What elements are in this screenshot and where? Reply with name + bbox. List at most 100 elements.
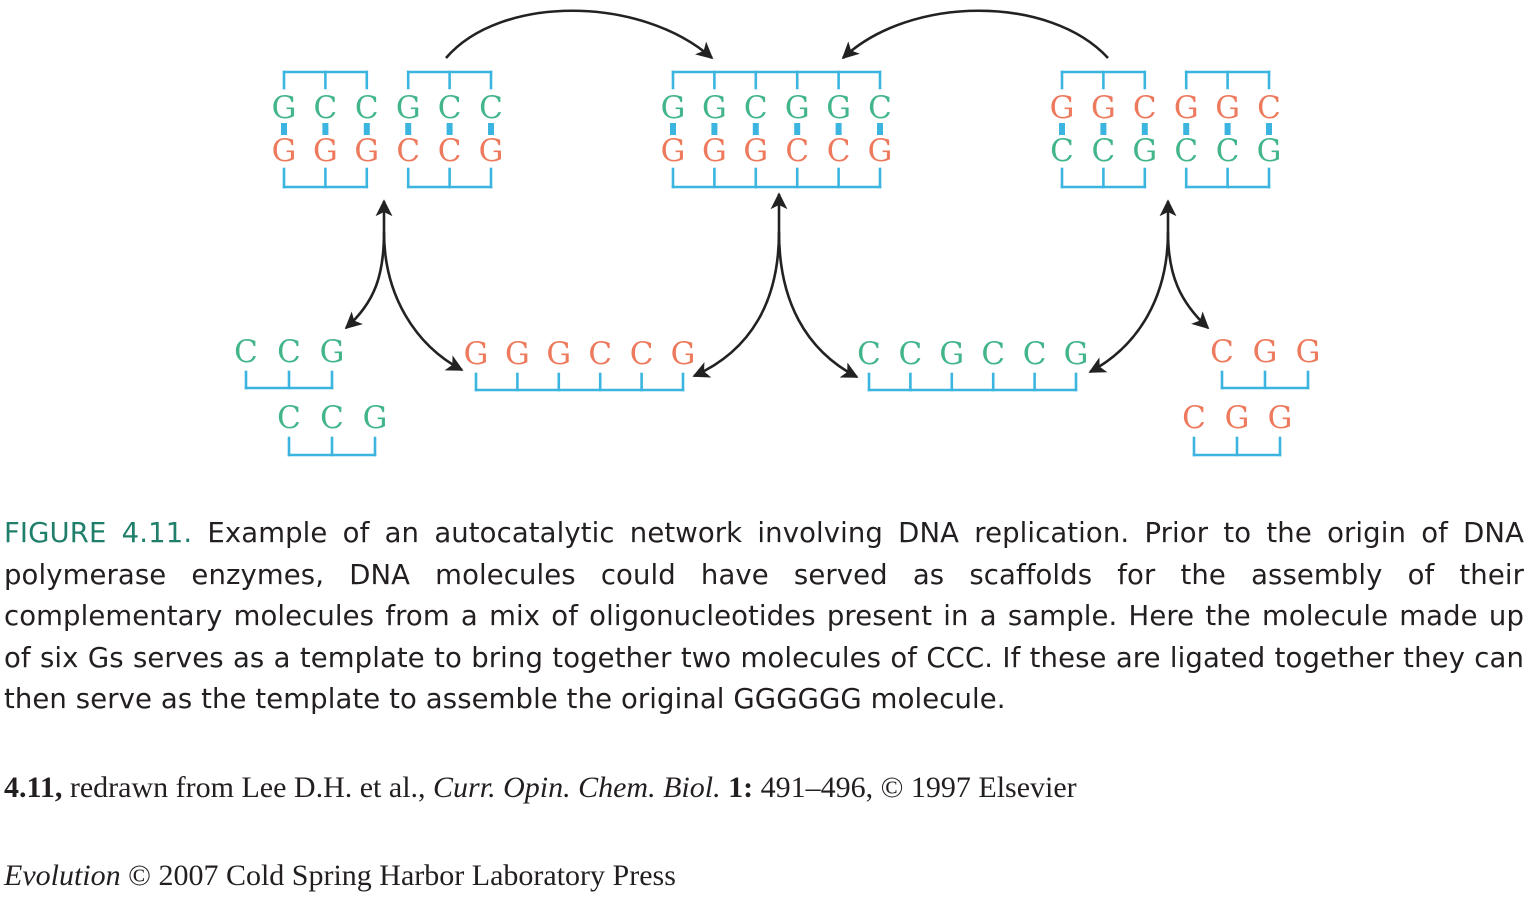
base-letter: C (438, 133, 462, 169)
figure-caption: FIGURE 4.11. Example of an autocatalytic… (4, 513, 1524, 721)
base-letter: C (438, 90, 462, 126)
base-letter: G (1132, 133, 1157, 169)
base-letter: G (505, 336, 530, 372)
copyright-text: © 2007 Cold Spring Harbor Laboratory Pre… (128, 859, 676, 892)
base-pair-bond (794, 123, 801, 135)
base-letter: G (272, 133, 297, 169)
figure-label: FIGURE 4.11. (4, 517, 193, 549)
caption-text: Example of an autocatalytic network invo… (4, 517, 1525, 715)
base-letter: G (702, 90, 727, 126)
arrow-center-to-left-strand (692, 231, 781, 378)
base-letter: G (1257, 133, 1282, 169)
base-letter: C (1257, 90, 1281, 126)
base-letter: G (868, 133, 893, 169)
base-letter: G (1296, 334, 1321, 370)
base-letter: G (1050, 90, 1075, 126)
base-letter: C (1216, 133, 1240, 169)
base-pair-bond (1183, 123, 1190, 135)
arrow-left-duplex-to-fragment (344, 231, 386, 330)
credit-figure-ref: 4.11, (4, 771, 63, 804)
base-letter: C (1182, 400, 1206, 436)
base-letter: C (785, 133, 809, 169)
copyright-line: Evolution © 2007 Cold Spring Harbor Labo… (4, 859, 676, 893)
base-letter: G (479, 133, 504, 169)
base-letter: C (277, 400, 301, 436)
arrow-right-duplex-to-strand (1088, 231, 1170, 374)
arrow-right-to-center (841, 9, 1109, 60)
base-letter: G (272, 90, 297, 126)
base-letter: C (234, 334, 258, 370)
base-pair-bond (1141, 123, 1148, 135)
credit-pre: redrawn from Lee D.H. et al., (69, 771, 426, 804)
base-pair-bond (1059, 123, 1065, 135)
base-pair-bond (488, 123, 494, 135)
base-letter: C (314, 90, 338, 126)
base-letter: C (588, 336, 612, 372)
base-letter: C (899, 336, 923, 372)
base-letter: C (1050, 133, 1074, 169)
credit-volume: 1: (728, 771, 754, 804)
base-letter: C (1133, 90, 1157, 126)
base-letter: G (1174, 90, 1199, 126)
arrow-left-to-center (445, 9, 714, 60)
base-letter: C (857, 336, 881, 372)
base-letter: C (1023, 336, 1047, 372)
base-pair-bond (835, 123, 842, 135)
base-letter: C (1092, 133, 1116, 169)
base-letter: G (1091, 90, 1116, 126)
base-pair-bond (711, 123, 718, 135)
source-credit: 4.11, redrawn from Lee D.H. et al., Curr… (4, 771, 1077, 805)
base-pair-bond (1266, 123, 1272, 135)
base-letter: C (277, 334, 301, 370)
base-pair-bond (405, 123, 412, 135)
base-pair-bond (1224, 123, 1231, 135)
base-letter: C (868, 90, 892, 126)
base-letter: C (744, 90, 768, 126)
base-letter: G (313, 133, 338, 169)
arrow-left-duplex-to-strand (382, 231, 464, 372)
credit-pages: 491–496, © 1997 Elsevier (760, 771, 1077, 804)
base-letter: C (355, 90, 379, 126)
base-letter: G (1215, 90, 1240, 126)
base-pair-bond (1100, 123, 1107, 135)
base-letter: G (826, 90, 851, 126)
base-pair-bond (446, 123, 453, 135)
base-pair-bond (322, 123, 329, 135)
base-letter: C (1210, 334, 1234, 370)
arrow-right-duplex-to-fragment (1166, 231, 1210, 330)
base-letter: G (661, 133, 686, 169)
base-letter: C (320, 400, 344, 436)
base-letter: G (785, 90, 810, 126)
base-letter: G (671, 336, 696, 372)
base-letter: C (981, 336, 1005, 372)
base-letter: G (661, 90, 686, 126)
base-letter: G (464, 336, 489, 372)
base-letter: C (827, 133, 851, 169)
base-pair-bond (363, 123, 370, 135)
base-letter: G (1253, 334, 1278, 370)
base-letter: G (1064, 336, 1089, 372)
copyright-title: Evolution (4, 859, 121, 892)
base-pair-bond (752, 123, 759, 135)
base-letter: C (1174, 133, 1198, 169)
base-letter: C (479, 90, 503, 126)
base-letter: G (320, 334, 345, 370)
base-letter: C (630, 336, 654, 372)
base-letter: G (702, 133, 727, 169)
base-letter: G (546, 336, 571, 372)
base-letter: G (939, 336, 964, 372)
base-letter: C (396, 133, 420, 169)
base-pair-bond (670, 123, 676, 135)
credit-journal: Curr. Opin. Chem. Biol. (433, 771, 721, 804)
base-pair-bond (877, 123, 883, 135)
